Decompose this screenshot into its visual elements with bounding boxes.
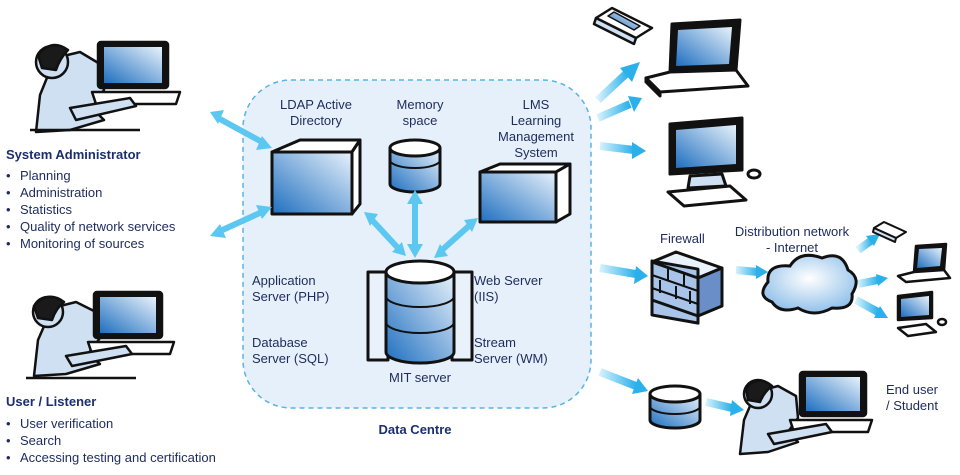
app-server-label-line2: Server (PHP) xyxy=(252,289,330,304)
distribution-label-line2: - Internet xyxy=(765,240,819,255)
mit-server-label: MIT server xyxy=(389,370,451,385)
admin-arrows xyxy=(216,115,264,235)
end-user-person-icon xyxy=(738,370,874,456)
memory-label-line1: Memory xyxy=(396,97,444,112)
lms-label-line2: Learning xyxy=(510,113,562,128)
small-laptop-icon xyxy=(896,242,952,284)
app-server-label: Application Server (PHP) xyxy=(252,273,329,305)
db-server-label: Database Server (SQL) xyxy=(252,335,329,367)
lms-label-line4: System xyxy=(514,145,558,160)
internal-arrowheads xyxy=(364,190,478,258)
list-item: User verification xyxy=(4,415,216,432)
lms-label-line1: LMS xyxy=(522,97,550,112)
user-task-list: User verification Search Accessing testi… xyxy=(4,415,216,466)
end-user-label: End user / Student xyxy=(872,382,952,414)
firewall-icon xyxy=(650,250,724,325)
stream-server-label-line1: Stream xyxy=(474,335,516,350)
admin-title: System Administrator xyxy=(6,147,141,162)
user-title: User / Listener xyxy=(6,394,97,409)
end-user-label-line2: / Student xyxy=(885,398,939,413)
small-desktop-icon xyxy=(896,290,948,338)
laptop-icon xyxy=(644,18,750,98)
user-person-icon xyxy=(26,290,176,380)
admin-task-list: Planning Administration Statistics Quali… xyxy=(4,167,175,252)
stream-server-label-line2: Server (WM) xyxy=(474,351,548,366)
cloud-icon xyxy=(761,253,858,315)
stream-server-label: Stream Server (WM) xyxy=(474,335,548,367)
app-server-label-line1: Application xyxy=(252,273,316,288)
admin-arrowheads xyxy=(210,110,272,238)
list-item: Administration xyxy=(4,184,175,201)
list-item: Search xyxy=(4,432,216,449)
end-user-storage-icon xyxy=(648,384,702,430)
outgoing-arrowheads xyxy=(620,62,888,416)
list-item: Statistics xyxy=(4,201,175,218)
ldap-label-line2: Directory xyxy=(289,113,342,128)
ldap-label: LDAP Active Directory xyxy=(266,97,366,129)
web-server-label: Web Server (IIS) xyxy=(474,273,542,305)
phone-icon xyxy=(592,6,654,46)
ldap-label-line1: LDAP Active xyxy=(279,97,353,112)
list-item: Planning xyxy=(4,167,175,184)
web-server-label-line2: (IIS) xyxy=(474,289,499,304)
desktop-computer-icon xyxy=(666,116,762,208)
firewall-label: Firewall xyxy=(660,231,705,246)
list-item: Quality of network services xyxy=(4,218,175,235)
list-item: Monitoring of sources xyxy=(4,235,175,252)
data-centre-title: Data Centre xyxy=(378,422,452,437)
memory-label-line2: space xyxy=(402,113,438,128)
small-phone-icon xyxy=(872,221,907,243)
lms-label: LMS Learning Management System xyxy=(486,97,586,161)
distribution-label: Distribution network - Internet xyxy=(722,224,862,256)
web-server-label-line1: Web Server xyxy=(474,273,543,288)
ldap-server-icon xyxy=(270,138,362,216)
internal-connection-arrows xyxy=(369,198,472,253)
admin-person-icon xyxy=(30,40,182,134)
mit-server-icon xyxy=(366,259,474,365)
db-server-label-line1: Database xyxy=(252,335,308,350)
db-server-label-line2: Server (SQL) xyxy=(252,351,329,366)
end-user-label-line1: End user xyxy=(885,382,939,397)
outgoing-arrows xyxy=(595,69,880,412)
memory-label: Memory space xyxy=(380,97,460,129)
lms-server-icon xyxy=(478,162,572,224)
lms-label-line3: Management xyxy=(498,129,574,144)
list-item: Accessing testing and certification xyxy=(4,449,216,466)
distribution-label-line1: Distribution network xyxy=(734,224,850,239)
memory-storage-icon xyxy=(388,138,442,194)
